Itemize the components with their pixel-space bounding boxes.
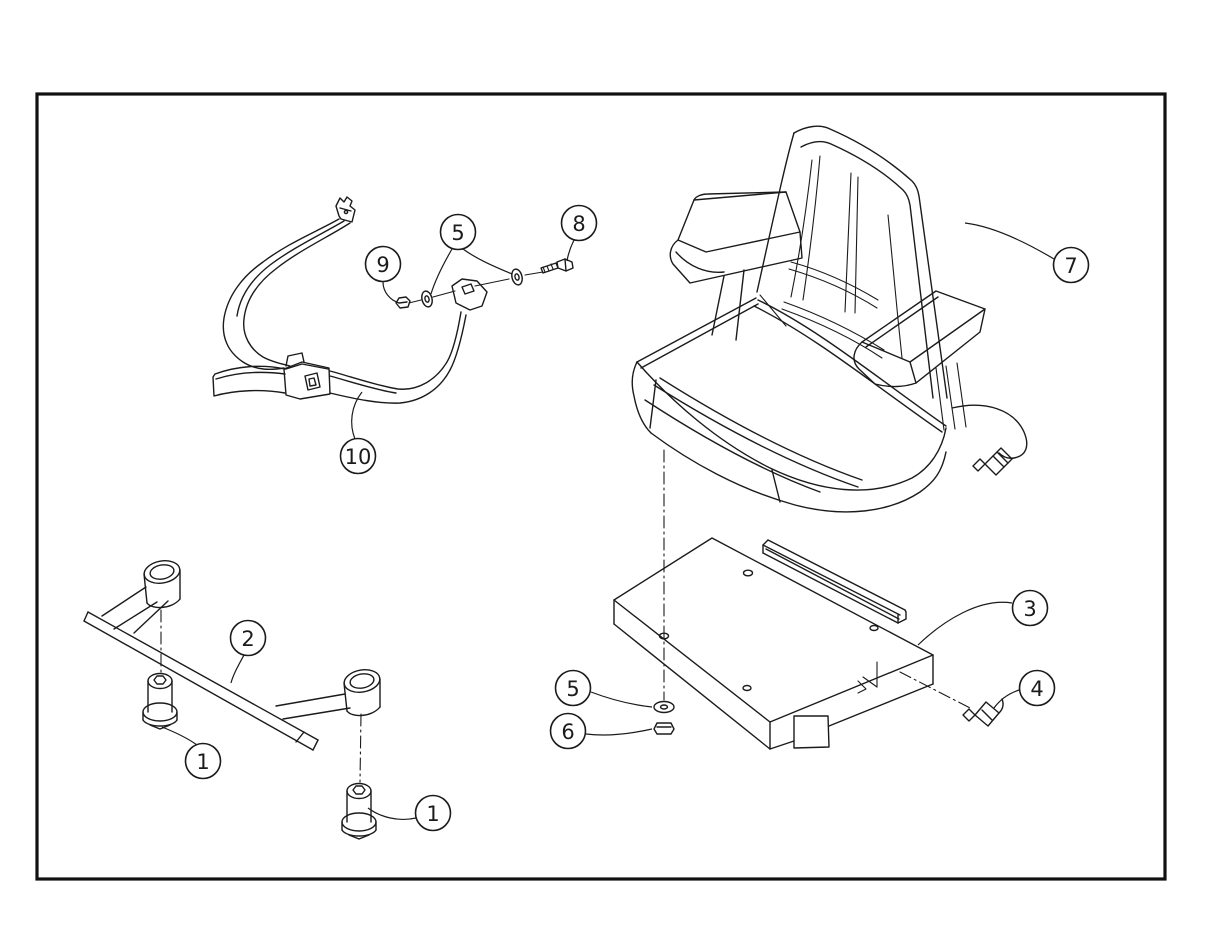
callout-7-label: 7: [1064, 254, 1077, 278]
callout-7: 7: [1052, 246, 1090, 284]
anchor-washer-left: [421, 290, 433, 308]
mount-pin-right: [341, 782, 377, 840]
belt-hook: [335, 196, 356, 223]
belt-buckle: [283, 361, 331, 400]
callout-8: 8: [560, 204, 598, 242]
leader-5c: [590, 691, 653, 708]
plate-rail: [762, 539, 907, 624]
belt-anchor-hardware: [395, 258, 574, 311]
anchor-washer-right: [511, 268, 523, 286]
callout-1-right: 1: [414, 794, 452, 832]
front-mount-bar-assembly: [83, 560, 381, 840]
front-mount-bar: [83, 611, 319, 751]
leader-1L: [161, 726, 198, 746]
callout-10: 10: [339, 437, 377, 475]
leader-5a: [430, 248, 453, 295]
base-plate: [613, 537, 934, 750]
belt-tail-strap: [212, 365, 286, 397]
belt-strap-fold-line: [236, 220, 345, 317]
leader-8: [566, 239, 575, 262]
seat-assembly: [631, 125, 1028, 513]
callout-5-bottom-label: 5: [566, 677, 579, 701]
armrest-left: [669, 191, 803, 341]
seat-cable-plug: [984, 447, 1013, 476]
callout-10-label: 10: [345, 445, 372, 469]
leader-2: [230, 654, 245, 684]
connector-tip: [962, 708, 976, 722]
seat-cushion: [631, 297, 947, 513]
callout-5-top-label: 5: [451, 221, 464, 245]
backrest-cross-bands: [781, 261, 885, 359]
callout-2: 2: [229, 619, 267, 657]
callout-3: 3: [1011, 589, 1049, 627]
callout-5-bottom: 5: [554, 669, 592, 707]
plate-step-notch: [857, 661, 878, 694]
callout-4-label: 4: [1030, 677, 1043, 701]
connector-body: [974, 701, 1000, 727]
leader-7: [964, 222, 1055, 260]
plate-receiver-notch: [793, 715, 830, 749]
leader-lines: [161, 222, 1055, 820]
belt-lap-strap-lower: [329, 314, 467, 404]
callouts: 9 5 8 10 7 2 1 1: [184, 204, 1090, 832]
leader-5b: [462, 248, 513, 275]
seat-cable: [951, 404, 1028, 476]
tube-socket-right: [275, 669, 381, 720]
callout-5-top: 5: [439, 213, 477, 251]
callout-2-label: 2: [241, 627, 254, 651]
centerline-plate-to-connector: [899, 671, 973, 710]
callout-9-label: 9: [376, 253, 389, 277]
belt-buckle-slot: [304, 372, 321, 391]
centerlines: [160, 449, 973, 783]
belt-buckle-slot-inner: [308, 377, 317, 387]
leader-10: [351, 391, 363, 440]
callout-3-label: 3: [1023, 597, 1036, 621]
mount-washer-nut: [653, 700, 675, 735]
leader-9: [382, 281, 400, 304]
leader-6: [585, 728, 653, 736]
belt-strap-inner: [243, 222, 351, 367]
plate-holes: [658, 569, 879, 692]
anchor-nut: [395, 296, 411, 309]
belt-strap-outer: [222, 218, 340, 371]
callout-1-right-label: 1: [426, 802, 439, 826]
leader-4: [993, 689, 1020, 709]
callout-6-label: 6: [561, 720, 574, 744]
anchor-bracket: [451, 278, 488, 311]
backrest-inner-frame: [800, 140, 934, 399]
mount-pin-left: [142, 672, 178, 730]
belt-lap-strap-upper: [329, 311, 462, 390]
mount-nut: [653, 722, 675, 735]
tube-socket-left: [101, 560, 181, 634]
drawing-border: [35, 92, 1167, 881]
backrest-seams: [759, 155, 903, 359]
callout-6: 6: [549, 712, 587, 750]
leader-1R: [367, 807, 417, 820]
harness-connector: [962, 698, 1004, 727]
backrest-outline: [793, 125, 948, 399]
callout-1-left-label: 1: [196, 750, 209, 774]
callout-8-label: 8: [572, 212, 585, 236]
belt-buckle-tab: [285, 352, 305, 367]
plate-top-face: [613, 537, 934, 723]
seat-back-post: [935, 362, 967, 431]
callout-9: 9: [364, 245, 402, 283]
callout-1-left: 1: [184, 742, 222, 780]
callout-4: 4: [1018, 669, 1056, 707]
leader-3: [917, 601, 1013, 646]
seat-belt-assembly: [212, 196, 467, 404]
anchor-bolt-shank: [540, 262, 559, 274]
mount-washer: [653, 700, 675, 714]
centerline-tube-pin-right: [359, 713, 362, 783]
